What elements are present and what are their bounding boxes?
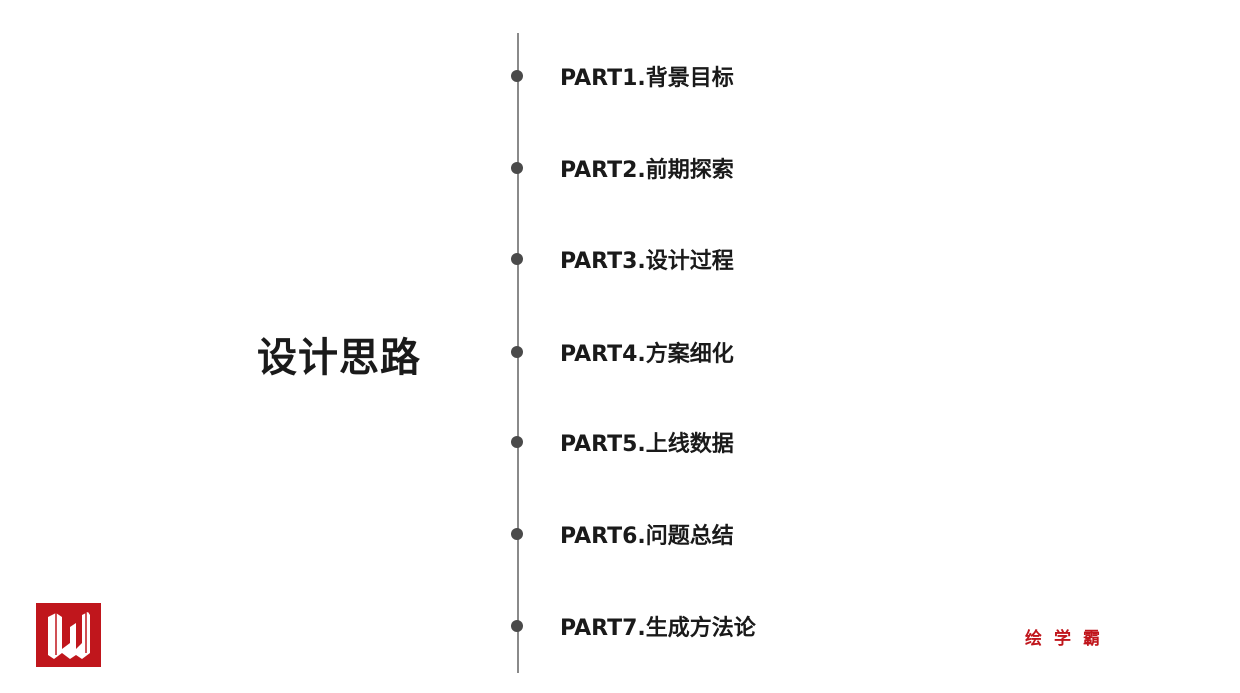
timeline-item-7: PART7.生成方法论 <box>511 611 756 641</box>
item-label: PART7.生成方法论 <box>560 616 756 641</box>
item-label: PART2.前期探索 <box>560 158 734 183</box>
page-title: 设计思路 <box>257 335 421 381</box>
bullet-dot-icon <box>511 528 523 540</box>
timeline-item-2: PART2.前期探索 <box>511 153 734 183</box>
bullet-dot-icon <box>511 620 523 632</box>
item-label: PART4.方案细化 <box>560 342 734 367</box>
watermark-text: 绘学霸 <box>1025 629 1112 649</box>
timeline-item-3: PART3.设计过程 <box>511 244 734 274</box>
timeline-item-5: PART5.上线数据 <box>511 427 734 457</box>
bullet-dot-icon <box>511 70 523 82</box>
timeline-item-6: PART6.问题总结 <box>511 519 734 549</box>
timeline-item-1: PART1.背景目标 <box>511 61 734 91</box>
timeline-item-4: PART4.方案细化 <box>511 337 734 367</box>
item-label: PART3.设计过程 <box>560 249 734 274</box>
bullet-dot-icon <box>511 346 523 358</box>
item-label: PART5.上线数据 <box>560 432 734 457</box>
bullet-dot-icon <box>511 253 523 265</box>
brand-logo-icon <box>36 603 101 667</box>
item-label: PART1.背景目标 <box>560 66 734 91</box>
bullet-dot-icon <box>511 162 523 174</box>
bullet-dot-icon <box>511 436 523 448</box>
item-label: PART6.问题总结 <box>560 524 734 549</box>
